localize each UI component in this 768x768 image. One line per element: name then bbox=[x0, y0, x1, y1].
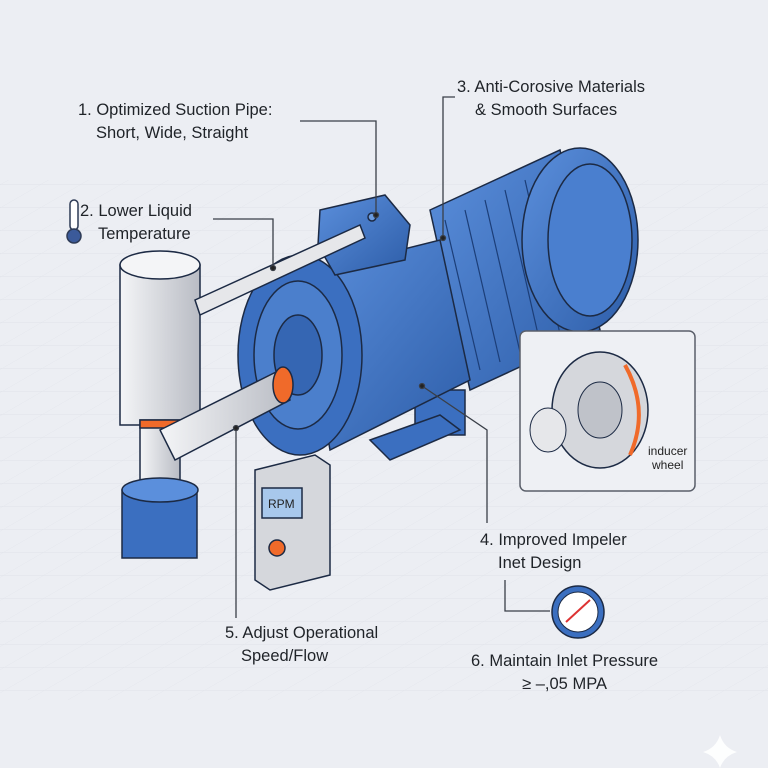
inset-label-line1: inducer bbox=[648, 444, 687, 458]
callout-4-line2: Inet Design bbox=[498, 554, 582, 572]
pressure-gauge-icon bbox=[551, 585, 605, 639]
inducer-inset: inducer wheel bbox=[519, 330, 696, 492]
callout-1-line1: 1. Optimized Suction Pipe: bbox=[78, 101, 273, 119]
leader-lines bbox=[213, 96, 550, 618]
callout-6-line1: 6. Maintain Inlet Pressure bbox=[471, 652, 659, 670]
callout-5-line1: 5. Adjust Operational bbox=[225, 624, 379, 642]
callout-5-line2: Speed/Flow bbox=[241, 647, 329, 665]
callout-3-line1: 3. Anti-Corosive Materials bbox=[457, 78, 645, 96]
callout-6-line2: ≥ –,05 MPA bbox=[522, 675, 607, 693]
callout-2-line1: 2. Lower Liquid bbox=[80, 202, 192, 220]
callout-4-line1: 4. Improved Impeler bbox=[480, 531, 627, 549]
pump-casing bbox=[237, 194, 471, 461]
callout-1-line2: Short, Wide, Straight bbox=[96, 124, 249, 142]
control-box: RPM bbox=[254, 454, 331, 591]
callout-6: 6. Maintain Inlet Pressure ≥ –,05 MPA bbox=[471, 650, 658, 696]
callout-2-line2: Temperature bbox=[98, 225, 191, 243]
sparkle-icon bbox=[703, 735, 737, 768]
suction-tank bbox=[119, 223, 366, 559]
thermometer-icon bbox=[66, 199, 82, 244]
callout-4: 4. Improved Impeler Inet Design bbox=[480, 529, 627, 575]
stop-button-icon bbox=[268, 539, 286, 557]
rpm-display: RPM bbox=[268, 497, 295, 511]
callout-2: 2. Lower Liquid Temperature bbox=[80, 200, 192, 246]
callout-3-line2: & Smooth Surfaces bbox=[475, 101, 618, 119]
motor bbox=[429, 147, 639, 392]
callout-5: 5. Adjust Operational Speed/Flow bbox=[225, 622, 378, 668]
callout-1: 1. Optimized Suction Pipe: Short, Wide, … bbox=[78, 99, 272, 145]
inset-label-line2: wheel bbox=[651, 458, 683, 472]
callout-3: 3. Anti-Corosive Materials & Smooth Surf… bbox=[457, 76, 645, 122]
